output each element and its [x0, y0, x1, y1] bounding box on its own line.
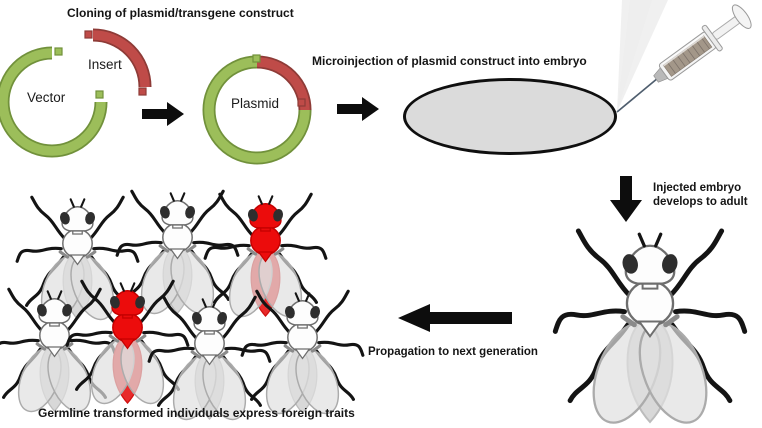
vector-ring-icon: [0, 46, 108, 158]
arrow-down-icon: [610, 176, 642, 222]
adult-fly-icon: [550, 226, 750, 428]
insert-arc-icon: [84, 28, 152, 96]
plasmid-ring-icon: [202, 54, 312, 165]
plasmid-label: Plasmid: [231, 96, 280, 111]
arrow-left-icon: [398, 304, 512, 332]
propagation-caption: Propagation to next generation: [368, 346, 538, 358]
cloning-title: Cloning of plasmid/transgene construct: [67, 6, 294, 20]
arrow-right-icon: [337, 97, 379, 121]
arrow-right-icon: [142, 102, 184, 126]
needle: [616, 77, 659, 113]
result-caption: Germline transformed individuals express…: [38, 406, 355, 420]
microinjection-title: Microinjection of plasmid construct into…: [312, 54, 587, 68]
insert-label: Insert: [88, 57, 122, 72]
plasmid-cloning-graphic: [0, 28, 379, 165]
development-caption: Injected embryo develops to adult: [653, 182, 748, 208]
vector-label: Vector: [27, 90, 66, 105]
syringe-icon: [616, 0, 752, 113]
spray-cone-inner: [617, 0, 652, 112]
syringe-body: [653, 4, 752, 83]
embryo-shape: [403, 78, 617, 155]
